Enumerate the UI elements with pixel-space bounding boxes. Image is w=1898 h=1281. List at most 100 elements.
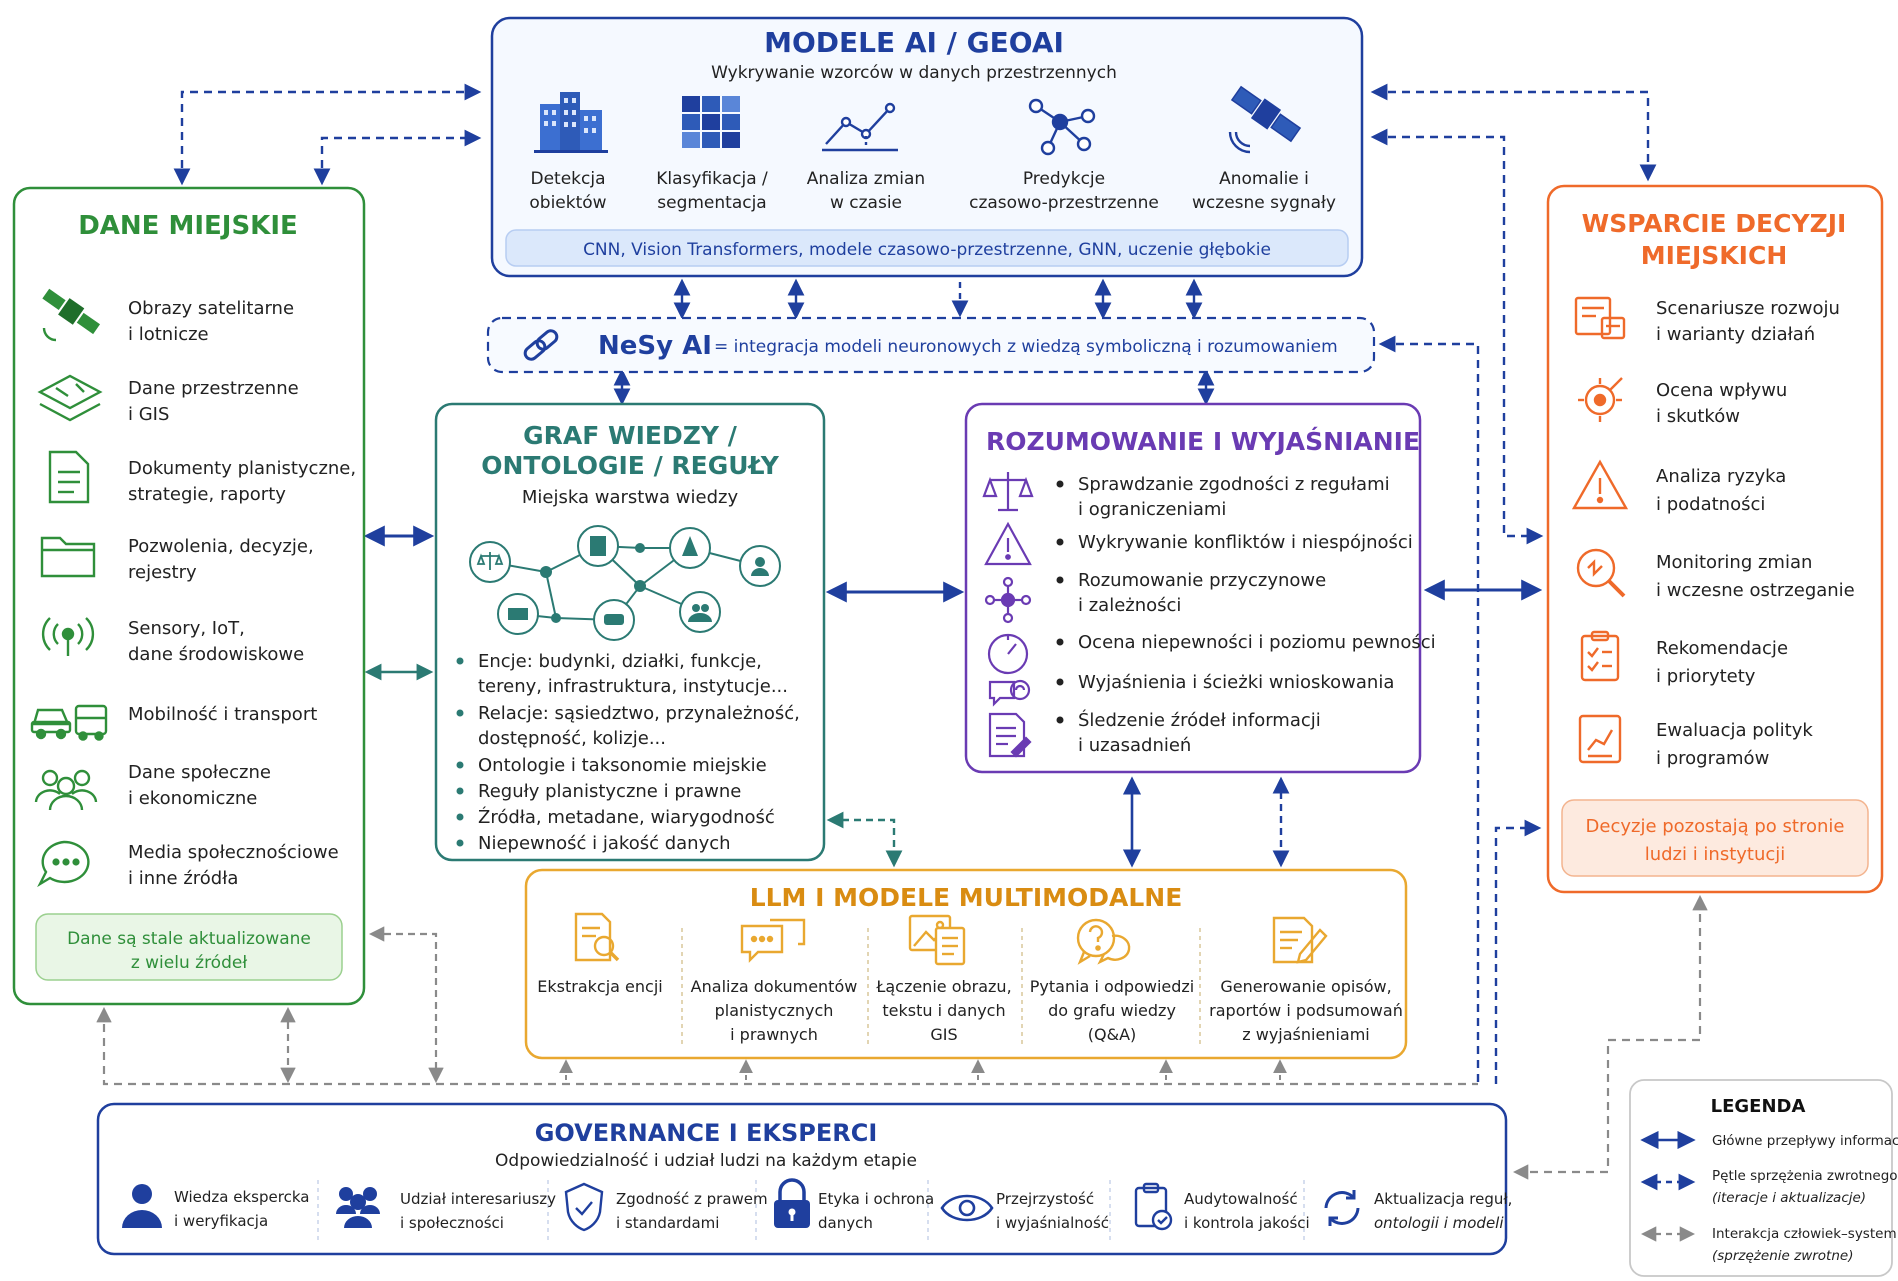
dane-item-7-line1: Dane społeczne [128,762,271,783]
geoai-item-1-line1: Detekcja [530,169,605,189]
geoai-item-3-line1: Analiza zmian [807,169,925,189]
gov-subtitle: Odpowiedzialność i udział ludzi na każdy… [495,1151,917,1171]
wsparcie-item-3-line2: i podatności [1656,494,1765,515]
gov-item-3-line1: Zgodność z prawem [616,1190,768,1208]
wsparcie-item-4-line1: Monitoring zmian [1656,552,1812,573]
evaluation-chart-icon [1578,714,1622,764]
gov-item-1-line2: i weryfikacja [174,1212,268,1230]
llm-item-2-line2: planistycznych [715,1001,834,1020]
satellite-icon [1228,85,1302,154]
rozum-item-6-line2: i uzasadnień [1078,735,1191,756]
wsparcie-note-box [1561,799,1869,877]
geoai-item-3-line2: w czasie [830,193,902,213]
map-layers-icon [37,374,103,422]
nesy-text: = integracja modeli neuronowych z wiedzą… [714,337,1338,357]
llm-item-2-line3: i prawnych [730,1025,818,1044]
document-icon [48,450,90,504]
wsparcie-item-1-line1: Scenariusze rozwoju [1656,298,1840,319]
rozum-item-5: Wyjaśnienia i ścieżki wnioskowania [1078,672,1394,693]
wsparcie-item-6-line2: i programów [1656,748,1769,769]
legend-item-3-line1: Interakcja człowiek–system [1712,1226,1897,1242]
rozum-title: ROZUMOWANIE I WYJAŚNIANIE [986,426,1420,456]
graf-bullet-3: Ontologie i taksonomie miejskie [478,755,767,776]
dane-item-3-line1: Dokumenty planistyczne, [128,458,356,479]
dane-item-2-line2: i GIS [128,404,169,425]
monitoring-search-icon [1576,548,1626,598]
wsparcie-item-4-line2: i wczesne ostrzeganie [1656,580,1855,601]
loop-dane-geoai-inner [313,129,482,186]
gov-item-7-line2: ontologii i modeli [1374,1214,1504,1232]
graf-subtitle: Miejska warstwa wiedzy [522,487,739,508]
llm-item-3-line3: GIS [930,1025,957,1044]
impact-target-icon [1578,377,1623,422]
gov-item-4-line1: Etyka i ochrona [818,1190,934,1208]
padlock-icon [774,1178,810,1228]
wsparcie-item-6-line1: Ewaluacja polityk [1656,720,1813,741]
dane-item-4-line1: Pozwolenia, decyzje, [128,536,314,557]
graf-title-line2: ONTOLOGIE / REGUŁY [481,451,780,480]
connectors [96,83,1708,1180]
nesy-bar: NeSy AI = integracja modeli neuronowych … [486,316,1376,374]
gauge-timer-icon [987,633,1029,675]
wsparcie-note-line2: ludzi i instytucji [1645,844,1786,865]
human-loop-bottom [96,1006,1478,1086]
dane-item-8-line1: Media społecznościowe [128,842,339,863]
dane-item-4-line2: rejestry [128,562,197,583]
gov-item-4-line2: danych [818,1214,873,1232]
dane-item-8-line2: i inne źródła [128,868,238,889]
llm-item-4-line2: do grafu wiedzy [1048,1001,1176,1020]
geoai-item-2-line2: segmentacja [657,193,766,213]
rozum-item-1-line2: i ograniczeniami [1078,499,1226,520]
risk-warning-icon [1571,459,1629,510]
rozum-item-4: Ocena niepewności i poziomu pewności [1078,632,1436,653]
explanation-speech-icon [988,679,1031,707]
legend-item-3-line2: (sprzężenie zwrotne) [1712,1248,1853,1264]
link-chain-icon [523,329,559,361]
document-search-icon [574,912,620,962]
geoai-title: MODELE AI / GEOAI [764,26,1064,59]
human-loop-wsparcie [1512,894,1708,1180]
human-loop-dane-note [368,926,444,1084]
gov-item-7-line1: Aktualizacja reguł, [1374,1190,1512,1208]
graf-bullet-4: Reguły planistyczne i prawne [478,781,741,802]
warning-icon [984,521,1032,566]
car-bus-icon [30,704,108,741]
checklist-icon [1580,630,1620,682]
dane-item-6-line1: Mobilność i transport [128,704,317,725]
sensor-signal-icon [41,617,95,656]
loop-geoai-wsparcie-inner [1370,128,1544,545]
wsparcie-item-1-line2: i warianty działań [1656,324,1815,345]
wsparcie-item-5-line1: Rekomendacje [1656,638,1788,659]
rozum-item-6-line1: Śledzenie źródeł informacji [1078,709,1321,731]
refresh-cycle-icon [1324,1190,1360,1226]
wsparcie-panel: WSPARCIE DECYZJI MIEJSKICH [1546,184,1884,894]
wsparcie-title-line2: MIEJSKICH [1641,241,1788,270]
stakeholders-icon [336,1187,380,1228]
llm-item-4-line3: (Q&A) [1088,1025,1137,1044]
chat-bubble-icon [37,840,90,888]
satellite-icon [42,288,101,342]
dane-item-3-line2: strategie, raporty [128,484,286,505]
wsparcie-item-2-line1: Ocena wpływu [1656,380,1787,401]
geoai-item-2-line1: Klasyfikacja / [656,169,768,189]
loop-llm-wsparcie [1494,819,1542,1084]
geoai-item-1-line2: obiektów [529,193,606,213]
dane-note-box [35,913,343,981]
dane-item-1-line2: i lotnicze [128,324,209,345]
dane-item-1-line1: Obrazy satelitarne [128,298,294,319]
wsparcie-item-2-line2: i skutków [1656,406,1740,427]
nesy-label: NeSy AI [598,331,712,361]
document-source-icon [988,712,1032,758]
geoai-methods-bar [505,229,1349,267]
geoai-methods: CNN, Vision Transformers, modele czasowo… [583,240,1271,260]
geoai-item-4-line2: czasowo-przestrzenne [969,193,1159,213]
shield-check-icon [564,1182,604,1232]
dane-item-5-line1: Sensory, IoT, [128,618,245,639]
scenario-board-icon [1574,296,1626,340]
rozum-item-3-line2: i zależności [1078,595,1181,616]
question-answer-icon [1076,918,1131,965]
graf-bullet-2-line1: Relacje: sąsiedztwo, przynależność, [478,703,800,724]
wsparcie-item-5-line2: i priorytety [1656,666,1756,687]
rozum-item-1-line1: Sprawdzanie zgodności z regułami [1078,474,1390,495]
